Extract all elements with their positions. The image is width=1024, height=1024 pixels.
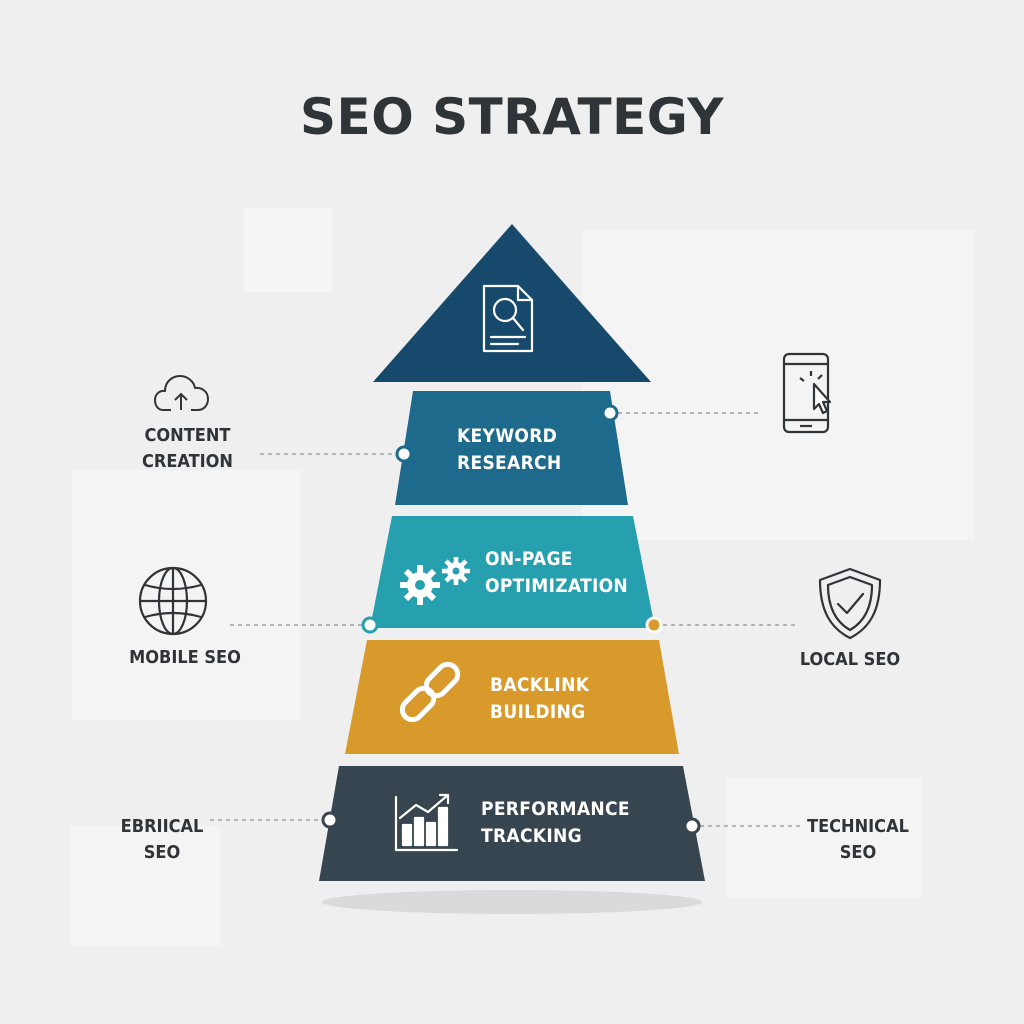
connector-dot — [361, 616, 379, 634]
background-panel — [244, 208, 332, 292]
tier-label-performance-tracking: PERFORMANCE TRACKING — [481, 796, 630, 850]
chart-growth-icon — [394, 793, 459, 852]
side-label-content-creation: CONTENT CREATION — [120, 423, 255, 475]
tier-performance-tracking — [319, 766, 705, 881]
side-label-line: EBRIICAL — [120, 816, 204, 837]
tier-keyword-research — [395, 391, 628, 505]
smartphone-click-icon — [782, 352, 832, 434]
tier-label-line: BUILDING — [490, 701, 586, 723]
connectors — [210, 412, 800, 827]
tier-label-line: RESEARCH — [457, 452, 562, 474]
tier-label-backlink-building: BACKLINK BUILDING — [490, 672, 589, 726]
background-panel — [726, 778, 922, 898]
tier-label-line: OPTIMIZATION — [485, 575, 629, 597]
side-label-local-seo: LOCAL SEO — [799, 649, 901, 670]
side-label-line: CONTENT — [144, 425, 231, 446]
side-label-mobile-seo: MOBILE SEO — [129, 647, 241, 668]
cloud-upload-icon — [154, 375, 209, 411]
connector-dot — [683, 817, 701, 835]
connector-dot — [395, 445, 413, 463]
background-panel — [70, 826, 220, 946]
gears-icon — [400, 557, 470, 605]
connector-dot — [321, 811, 339, 829]
globe-icon — [138, 566, 208, 636]
side-label-line: TECHNICAL — [807, 816, 909, 837]
tier-on-page-optimization — [370, 516, 655, 628]
side-label-line: SEO — [143, 842, 181, 863]
tier-label-keyword-research: KEYWORD RESEARCH — [457, 423, 561, 477]
tier-label-line: ON-PAGE — [485, 548, 573, 570]
pyramid-shadow — [322, 890, 702, 914]
side-label-line: SEO — [839, 842, 877, 863]
tier-label-line: KEYWORD — [457, 425, 558, 447]
shield-check-icon — [818, 567, 882, 640]
side-label-ebrical-seo: EBRIICAL SEO — [112, 814, 212, 866]
tier-label-line: PERFORMANCE — [481, 798, 630, 820]
connector-dot — [601, 404, 619, 422]
background-panel — [582, 230, 974, 540]
connector-dot-accent — [645, 616, 663, 634]
document-search-icon — [482, 284, 534, 353]
tier-label-line: TRACKING — [481, 825, 582, 847]
page-title: SEO STRATEGY — [300, 88, 724, 146]
tier-label-on-page-optimization: ON-PAGE OPTIMIZATION — [485, 546, 628, 600]
link-icon — [399, 661, 461, 723]
pyramid-apex — [373, 224, 651, 382]
side-label-line: CREATION — [142, 451, 233, 472]
side-label-technical-seo: TECHNICAL SEO — [788, 814, 928, 866]
tier-backlink-building — [345, 640, 679, 754]
connector-dots — [321, 404, 701, 835]
tier-label-line: BACKLINK — [490, 674, 590, 696]
